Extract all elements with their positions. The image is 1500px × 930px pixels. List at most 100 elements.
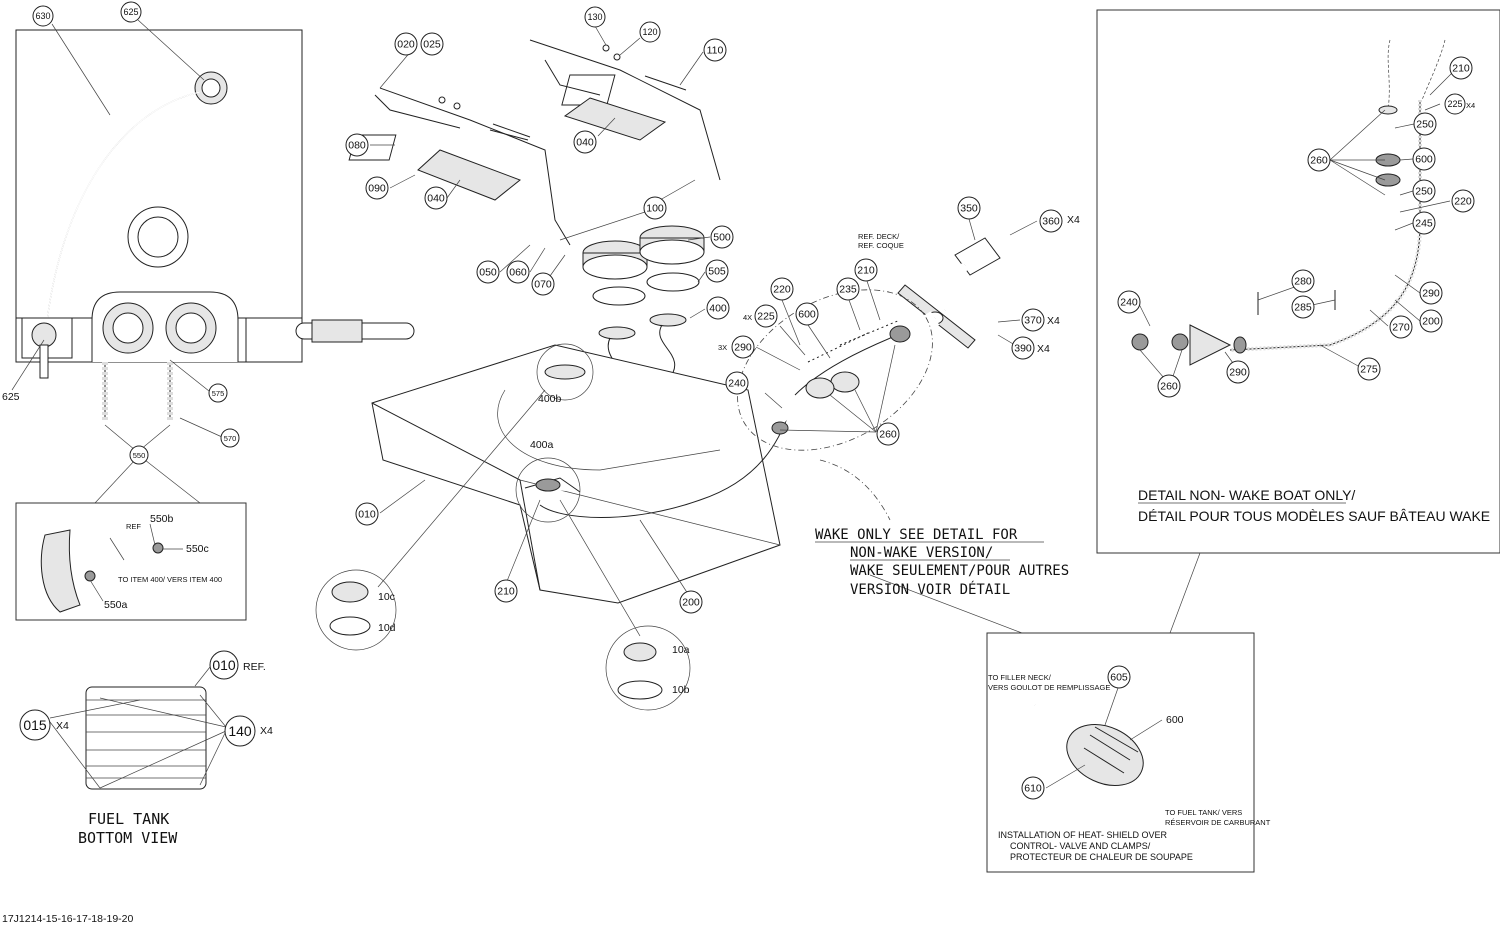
label-3x: 3X <box>718 343 727 352</box>
label-x4-370: X4 <box>1047 315 1060 327</box>
callout-number: 370 <box>1024 315 1042 327</box>
callout-number: 200 <box>1422 316 1440 328</box>
callout-number: 225 <box>1447 99 1462 109</box>
callout-number: 290 <box>1229 367 1247 379</box>
callout-c275: 275 <box>1357 357 1381 381</box>
callout-c250a: 250 <box>1413 112 1437 136</box>
callout-c240b: 240 <box>1117 290 1141 314</box>
callout-circle <box>32 5 54 27</box>
callout-circle <box>1291 295 1315 319</box>
callout-number: 260 <box>1160 381 1178 393</box>
callout-circle <box>770 277 794 301</box>
callout-number: 120 <box>642 27 657 37</box>
callout-c040a: 040 <box>424 186 448 210</box>
label-x4-225: X4 <box>1466 101 1475 110</box>
label-wake-3: WAKE SEULEMENT/POUR AUTRES <box>850 563 1069 579</box>
drawing-code: 17J1214-15-16-17-18-19-20 <box>2 913 134 925</box>
callout-c200b: 200 <box>1419 309 1443 333</box>
callout-number: 240 <box>728 378 746 390</box>
label-wake-1: WAKE ONLY SEE DETAIL FOR <box>815 527 1018 543</box>
detail-circles <box>315 343 691 711</box>
callout-circle <box>120 1 142 23</box>
callout-circle <box>19 709 51 741</box>
callout-number: 610 <box>1024 783 1042 795</box>
callout-circle <box>1449 56 1473 80</box>
callout-circle <box>1117 290 1141 314</box>
label-550a: 550a <box>104 599 128 611</box>
callout-c130: 130 <box>584 6 606 28</box>
label-wake-2: NON-WAKE VERSION/ <box>850 545 993 561</box>
callout-circle <box>220 428 240 448</box>
label-vers-goulot: VERS GOULOT DE REMPLISSAGE <box>988 683 1110 692</box>
callout-c100: 100 <box>643 196 667 220</box>
callout-c060: 060 <box>506 260 530 284</box>
callout-circle <box>1021 308 1045 332</box>
label-to-fuel-tank: TO FUEL TANK/ VERS <box>1165 808 1242 817</box>
leader-wake-link <box>869 574 1023 634</box>
callout-c350: 350 <box>957 196 981 220</box>
label-10c: 10c <box>378 591 395 603</box>
callout-number: 080 <box>348 140 366 152</box>
callout-c285: 285 <box>1291 295 1315 319</box>
label-4x: 4X <box>743 313 752 322</box>
callout-circle <box>420 32 444 56</box>
callout-c220b: 220 <box>1451 189 1475 213</box>
callout-circle <box>1451 189 1475 213</box>
callout-number: 070 <box>534 279 552 291</box>
callout-circle <box>1039 209 1063 233</box>
label-400a: 400a <box>530 439 554 451</box>
callout-c070: 070 <box>531 272 555 296</box>
leaders-filler <box>755 218 1038 433</box>
callout-number: 575 <box>212 389 225 398</box>
callout-c220a: 220 <box>770 277 794 301</box>
label-to-filler-neck: TO FILLER NECK/ <box>988 673 1052 682</box>
callout-number: 210 <box>1452 63 1470 75</box>
label-10b: 10b <box>672 684 690 696</box>
callout-circle <box>355 502 379 526</box>
detail-550-box <box>15 502 247 621</box>
label-600-heat: 600 <box>1166 714 1184 726</box>
callout-circle <box>876 422 900 446</box>
callout-c625a: 625 <box>120 1 142 23</box>
callout-circle <box>679 590 703 614</box>
label-ref-deck: REF. DECK/ <box>858 232 900 241</box>
callout-c015: 015 <box>19 709 51 741</box>
label-550b: 550b <box>150 513 174 525</box>
callout-c200a: 200 <box>679 590 703 614</box>
callout-c600b: 600 <box>1412 147 1436 171</box>
callout-c050: 050 <box>476 260 500 284</box>
callout-number: 025 <box>423 39 441 51</box>
leader-detail-link <box>1169 552 1201 634</box>
callout-circle <box>1412 211 1436 235</box>
filler-neck <box>737 237 1001 521</box>
callout-circle <box>725 371 749 395</box>
callout-number: 210 <box>497 586 515 598</box>
callout-c550: 550 <box>129 445 149 465</box>
callout-c600a: 600 <box>795 302 819 326</box>
callout-number: 270 <box>1392 322 1410 334</box>
callout-c120: 120 <box>639 21 661 43</box>
callout-c260c: 260 <box>1157 374 1181 398</box>
callout-number: 630 <box>35 11 50 21</box>
text-labels: 625 400b 400a 550b 550c 550a REF TO ITEM… <box>2 101 1490 925</box>
callout-c575: 575 <box>208 383 228 403</box>
label-550-ref: REF <box>126 522 141 531</box>
callout-number: 140 <box>228 723 252 739</box>
callout-number: 050 <box>479 267 497 279</box>
callout-number: 280 <box>1294 276 1312 288</box>
callout-number: 260 <box>1310 155 1328 167</box>
callout-c250b: 250 <box>1412 179 1436 203</box>
callout-number: 275 <box>1360 364 1378 376</box>
label-x4-390: X4 <box>1037 343 1050 355</box>
callout-circle <box>1419 309 1443 333</box>
callout-c235: 235 <box>836 277 860 301</box>
callout-number: 090 <box>368 183 386 195</box>
callout-circle <box>706 296 730 320</box>
callout-c400: 400 <box>706 296 730 320</box>
callout-number: 220 <box>1454 196 1472 208</box>
callout-c505: 505 <box>705 259 729 283</box>
callout-c225b: 225 <box>1444 93 1466 115</box>
callout-number: 260 <box>879 429 897 441</box>
callout-circle <box>365 176 389 200</box>
callout-number: 625 <box>123 7 138 17</box>
